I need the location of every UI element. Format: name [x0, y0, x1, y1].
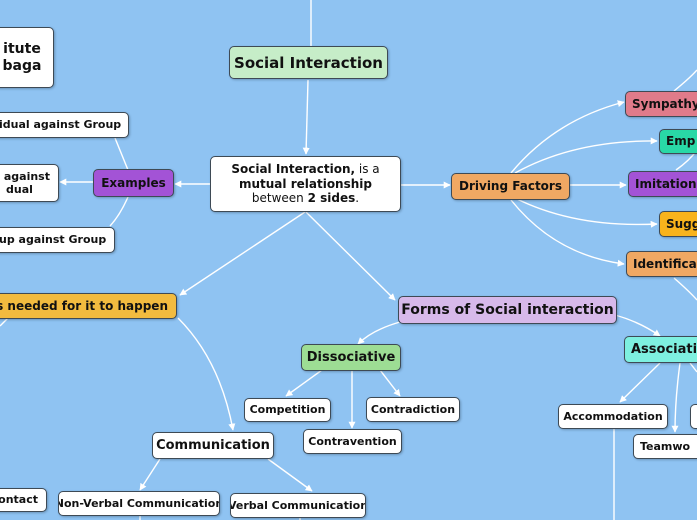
identification-node[interactable]: Identifica [626, 251, 697, 277]
central-line-2: mutual relationship [239, 177, 372, 191]
central-line-1-rest: is a [355, 162, 380, 177]
contact-label: Contact [0, 493, 38, 507]
contradiction-node[interactable]: Contradiction [366, 397, 460, 422]
sympathy-node[interactable]: Sympathy [625, 91, 697, 117]
empathy-label: Emp [666, 134, 696, 149]
edge-sympathy-out [673, 69, 697, 92]
edge-driving-to-suggestion [514, 197, 658, 228]
verbal-communication-node[interactable]: Verbal Communication [230, 493, 366, 518]
edge-forms-to-dissociative [357, 321, 401, 345]
central-line-3-a: between [251, 191, 308, 206]
institute-line-1: itute [3, 40, 41, 57]
contact-node[interactable]: Contact [0, 488, 47, 512]
ind-ind-line-2: dual [6, 183, 33, 196]
suggestion-node[interactable]: Sugg [659, 211, 697, 237]
individual-against-individual-node[interactable]: l against dual [0, 164, 59, 202]
associative-node[interactable]: Associativ [624, 336, 697, 363]
individual-against-group-label: idual against Group [0, 118, 122, 132]
competition-node[interactable]: Competition [244, 398, 331, 422]
central-line-1-bold: Social Interaction, [231, 162, 356, 177]
forms-of-social-interaction-node[interactable]: Forms of Social interaction [398, 296, 617, 324]
edge-dissociative-to-contradiction [379, 369, 401, 397]
edge-associative-to-right [689, 362, 697, 373]
central-line-3-b: 2 sides [307, 191, 356, 206]
edge-central-to-conditions [179, 211, 306, 296]
edge-communication-to-nonverbal [139, 458, 161, 491]
central-line-1: Social Interaction, is a [231, 162, 379, 176]
communication-node[interactable]: Communication [152, 432, 274, 459]
central-line-3-c: . [355, 191, 360, 206]
accommodation-label: Accommodation [563, 409, 663, 423]
edge-examples-to-ind-group [114, 137, 129, 171]
edge-communication-to-verbal [267, 458, 313, 492]
institute-line-2: baga [2, 57, 42, 74]
communication-label: Communication [156, 437, 270, 453]
edge-title-to-central [302, 79, 310, 155]
edge-examples-to-group-group [109, 196, 129, 227]
empathy-node[interactable]: Emp [659, 129, 697, 154]
conditions-node[interactable]: ns needed for it to happen [0, 293, 177, 319]
right-edge-node[interactable] [690, 404, 697, 429]
driving-factors-label: Driving Factors [459, 179, 562, 194]
edge-associative-to-accommodation [619, 362, 661, 403]
group-against-group-label: up against Group [0, 233, 107, 247]
institute-node[interactable]: itute baga [0, 27, 54, 88]
imitation-node[interactable]: Imitation [628, 171, 697, 197]
driving-factors-node[interactable]: Driving Factors [451, 173, 570, 200]
non-verbal-communication-node[interactable]: Non-Verbal Communication [58, 491, 220, 516]
central-line-3: between 2 sides. [252, 191, 359, 205]
edge-central-to-forms [305, 211, 396, 301]
dissociative-label: Dissociative [306, 349, 396, 365]
contravention-label: Contravention [308, 434, 397, 448]
edge-conditions-to-communication [177, 317, 236, 431]
central-line-2-bold: mutual relationship [238, 176, 372, 191]
imitation-label: Imitation [635, 176, 697, 191]
edge-dissociative-to-competition [285, 369, 323, 397]
identification-label: Identifica [633, 256, 697, 271]
examples-node[interactable]: Examples [93, 169, 174, 197]
competition-label: Competition [249, 403, 326, 417]
examples-label: Examples [101, 175, 166, 190]
edge-driving-to-identification [510, 199, 625, 267]
sympathy-label: Sympathy [632, 96, 697, 111]
edge-conditions-to-left [0, 317, 9, 327]
central-definition-node[interactable]: Social Interaction, is a mutual relation… [210, 156, 401, 212]
contradiction-label: Contradiction [370, 402, 456, 416]
edge-driving-to-sympathy [510, 100, 625, 174]
edge-driving-to-empathy [514, 137, 658, 174]
accommodation-node[interactable]: Accommodation [558, 404, 668, 429]
contravention-node[interactable]: Contravention [303, 429, 402, 454]
edge-associative-to-teamwork [671, 362, 681, 433]
social-interaction-title-label: Social Interaction [234, 53, 383, 72]
forms-label: Forms of Social interaction [401, 301, 614, 318]
dissociative-node[interactable]: Dissociative [301, 344, 401, 371]
verbal-communication-label: Verbal Communication [230, 498, 366, 512]
conditions-label: ns needed for it to happen [0, 298, 168, 313]
edge-forms-to-associative [614, 314, 661, 337]
non-verbal-communication-label: Non-Verbal Communication [58, 496, 220, 510]
individual-against-group-node[interactable]: idual against Group [0, 112, 129, 138]
social-interaction-title-node[interactable]: Social Interaction [229, 46, 388, 79]
ind-ind-line-1: l against [0, 169, 50, 183]
suggestion-label: Sugg [666, 216, 697, 231]
teamwork-label: Teamwo [640, 439, 691, 453]
group-against-group-node[interactable]: up against Group [0, 227, 115, 253]
associative-label: Associativ [631, 341, 697, 357]
teamwork-node[interactable]: Teamwo [633, 434, 697, 459]
edge-identification-out [673, 277, 697, 301]
